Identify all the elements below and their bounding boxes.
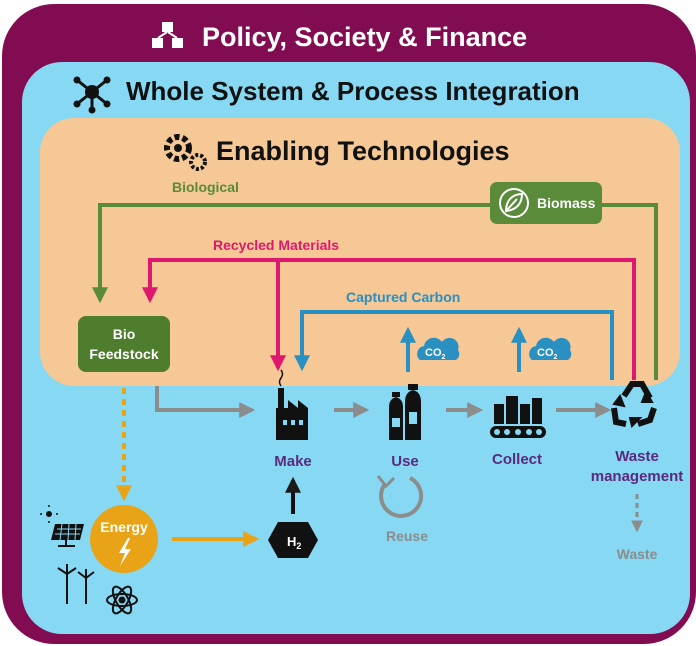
use-label: Use — [391, 453, 419, 470]
co2-sub-collect: 2 — [554, 354, 558, 361]
hub-network-icon — [73, 76, 111, 114]
co2-text-use: CO — [425, 347, 442, 359]
bio-feedstock-box — [78, 316, 170, 372]
atom-icon — [106, 585, 138, 615]
hydrogen-node — [268, 522, 318, 558]
factory-icon — [276, 369, 308, 440]
captured-carbon-label: Captured Carbon — [346, 289, 460, 305]
leaf-icon — [499, 188, 529, 218]
gears-icon — [164, 134, 207, 171]
waste-management-line1: Waste — [615, 448, 659, 465]
collect-label: Collect — [492, 451, 542, 468]
reuse-label: Reuse — [386, 528, 428, 544]
solar-panel-icon — [40, 505, 84, 547]
svg-text:CO2: CO2 — [537, 347, 558, 361]
biological-label: Biological — [172, 179, 239, 195]
bottles-icon — [389, 384, 421, 440]
co2-cloud-collect: CO2 — [529, 337, 572, 361]
wind-turbine-icon — [57, 564, 95, 604]
hydrogen-label: H — [287, 534, 296, 549]
lightning-icon — [119, 538, 131, 566]
make-label: Make — [274, 453, 312, 470]
waste-label: Waste — [617, 546, 658, 562]
hydrogen-subscript: 2 — [296, 541, 301, 551]
middle-layer-title: Whole System & Process Integration — [126, 76, 580, 106]
energy-node — [90, 505, 158, 573]
network-blocks-icon — [152, 22, 183, 48]
inner-layer-title: Enabling Technologies — [216, 136, 510, 166]
conveyor-icon — [490, 396, 546, 438]
waste-management-line2: management — [591, 468, 684, 485]
recycled-label: Recycled Materials — [213, 237, 339, 253]
biomass-box — [490, 182, 602, 224]
co2-text-collect: CO — [537, 347, 554, 359]
outer-layer-title: Policy, Society & Finance — [202, 22, 527, 52]
recycled-flow-line — [142, 258, 636, 380]
svg-text:H2: H2 — [287, 534, 301, 551]
bio-feedstock-line2: Feedstock — [89, 346, 158, 362]
co2-cloud-use: CO2 — [417, 337, 460, 361]
bio-feedstock-line1: Bio — [113, 326, 136, 342]
energy-label: Energy — [100, 519, 148, 535]
co2-sub-use: 2 — [442, 354, 446, 361]
biomass-label: Biomass — [537, 195, 596, 211]
biological-flow-line — [92, 203, 658, 380]
recycle-icon — [611, 381, 657, 428]
svg-text:CO2: CO2 — [425, 347, 446, 361]
feedstock-to-make-arrow — [155, 386, 256, 418]
captured-carbon-line — [294, 310, 614, 380]
reuse-cycle-icon — [376, 475, 424, 518]
